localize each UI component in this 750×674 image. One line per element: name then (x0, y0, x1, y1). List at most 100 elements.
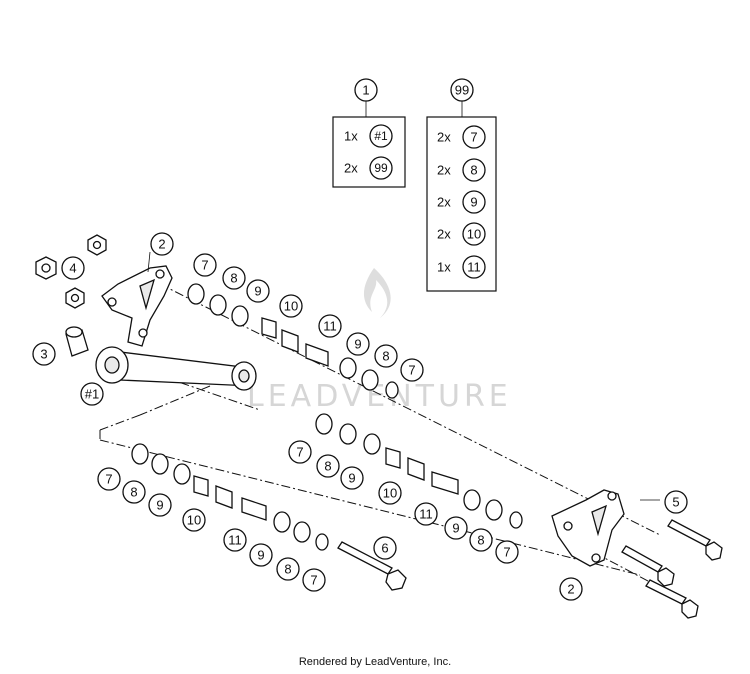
callout-c2-bottom: 2 (559, 577, 583, 601)
callout-u11: 11 (318, 314, 342, 338)
callout-c4-circle (61, 256, 85, 280)
kit-99-qty-4: 2x (437, 227, 451, 242)
callout-n7: 7 (495, 540, 519, 564)
callout-c-link-label: #1 (85, 387, 99, 402)
callout-n9: 9 (444, 516, 468, 540)
kit-99-qty-2: 2x (437, 163, 451, 178)
callout-v9: 9 (346, 332, 370, 356)
callout-l10-label: 10 (187, 513, 201, 528)
callout-v8: 8 (374, 344, 398, 368)
callout-k8: 8 (276, 557, 300, 581)
callout-u10-label: 10 (284, 299, 298, 314)
callout-c2-top: 2 (150, 232, 174, 256)
callout-c3-label: 3 (40, 347, 47, 362)
callout-l10-circle (182, 508, 206, 532)
bolt-5-parts (621, 519, 723, 619)
callout-c2-bottom-circle (559, 577, 583, 601)
kit-99-ref-5: 11 (462, 255, 486, 279)
kit-99-ref-2-circle (462, 158, 486, 182)
callout-n8-circle (469, 528, 493, 552)
callout-u8-circle (222, 266, 246, 290)
callout-l9: 9 (148, 493, 172, 517)
kit-1-qty-1: 1x (344, 129, 358, 144)
callout-u9: 9 (246, 279, 270, 303)
callout-k7: 7 (302, 568, 326, 592)
callout-l7-circle (97, 467, 121, 491)
callout-m11-label: 11 (419, 507, 433, 522)
callout-u7: 7 (193, 253, 217, 277)
connecting-link-part (95, 346, 257, 391)
kit-1-qty-2: 2x (344, 161, 358, 176)
callout-v9-label: 9 (354, 337, 361, 352)
callout-n9-circle (444, 516, 468, 540)
kit-99-ref-2-label: 8 (470, 163, 477, 178)
callout-u10-circle (279, 294, 303, 318)
callout-n9-label: 9 (452, 521, 459, 536)
kit-1-ref-2: 99 (369, 156, 393, 180)
callout-n7-circle (495, 540, 519, 564)
callout-c2-bottom-label: 2 (567, 582, 574, 597)
kit-99-header-callout-label: 99 (455, 83, 469, 98)
callout-m7-label: 7 (296, 445, 303, 460)
kit-99-ref-5-circle (462, 255, 486, 279)
kit-99-qty-5: 1x (437, 260, 451, 275)
callout-m9-label: 9 (348, 471, 355, 486)
callout-u9-circle (246, 279, 270, 303)
callout-u10: 10 (279, 294, 303, 318)
kit-box-1: 1x 2x (332, 101, 406, 188)
callout-n8: 8 (469, 528, 493, 552)
callout-l8-label: 8 (130, 485, 137, 500)
callout-c6: 6 (373, 536, 397, 560)
kit-99-ref-3: 9 (462, 190, 486, 214)
callout-v7: 7 (400, 358, 424, 382)
callout-l11-circle (223, 528, 247, 552)
kit-1-header-callout-label: 1 (362, 83, 369, 98)
callout-l8-circle (122, 480, 146, 504)
nut-part (35, 234, 107, 309)
upper-row-parts (187, 283, 399, 399)
callout-u8-label: 8 (230, 271, 237, 286)
callout-k8-circle (276, 557, 300, 581)
callout-m7: 7 (288, 440, 312, 464)
callout-l11: 11 (223, 528, 247, 552)
callout-n8-label: 8 (477, 533, 484, 548)
kit-1-header-callout-circle (354, 78, 378, 102)
lower-row-parts (131, 443, 329, 551)
kit-99-ref-3-circle (462, 190, 486, 214)
kit-99-ref-4: 10 (462, 222, 486, 246)
kit-99-ref-4-circle (462, 222, 486, 246)
callout-l7: 7 (97, 467, 121, 491)
upper-bracket-part (101, 265, 173, 347)
callout-v7-label: 7 (408, 363, 415, 378)
kit-99-header-callout-circle (450, 78, 474, 102)
callout-m10: 10 (378, 481, 402, 505)
callout-l9-label: 9 (156, 498, 163, 513)
callout-v8-label: 8 (382, 349, 389, 364)
kit-99-qty-3: 2x (437, 195, 451, 210)
callout-m7-circle (288, 440, 312, 464)
callout-u11-circle (318, 314, 342, 338)
kit-99-ref-3-label: 9 (470, 195, 477, 210)
kit-99-header-callout: 99 (450, 78, 474, 102)
callout-u8: 8 (222, 266, 246, 290)
kit-99-ref-2: 8 (462, 158, 486, 182)
kit-99-ref-1: 7 (462, 125, 486, 149)
callout-c4: 4 (61, 256, 85, 280)
kit-box-99: 2x 2x 2x 2x 1x (426, 101, 497, 292)
middle-row-parts (315, 413, 523, 529)
callout-u7-label: 7 (201, 258, 208, 273)
callout-l8: 8 (122, 480, 146, 504)
kit-1-ref-1-label: #1 (374, 129, 388, 143)
callout-m8-circle (316, 454, 340, 478)
callout-c2-top-label: 2 (158, 237, 165, 252)
kit-1-header-callout: 1 (354, 78, 378, 102)
callout-c3-circle (32, 342, 56, 366)
callout-m9: 9 (340, 466, 364, 490)
callout-u9-label: 9 (254, 284, 261, 299)
bolt-6-part (337, 541, 407, 591)
callout-k9: 9 (249, 543, 273, 567)
callout-l7-label: 7 (105, 472, 112, 487)
kit-99-ref-5-label: 11 (467, 260, 481, 275)
callout-k7-label: 7 (310, 573, 317, 588)
